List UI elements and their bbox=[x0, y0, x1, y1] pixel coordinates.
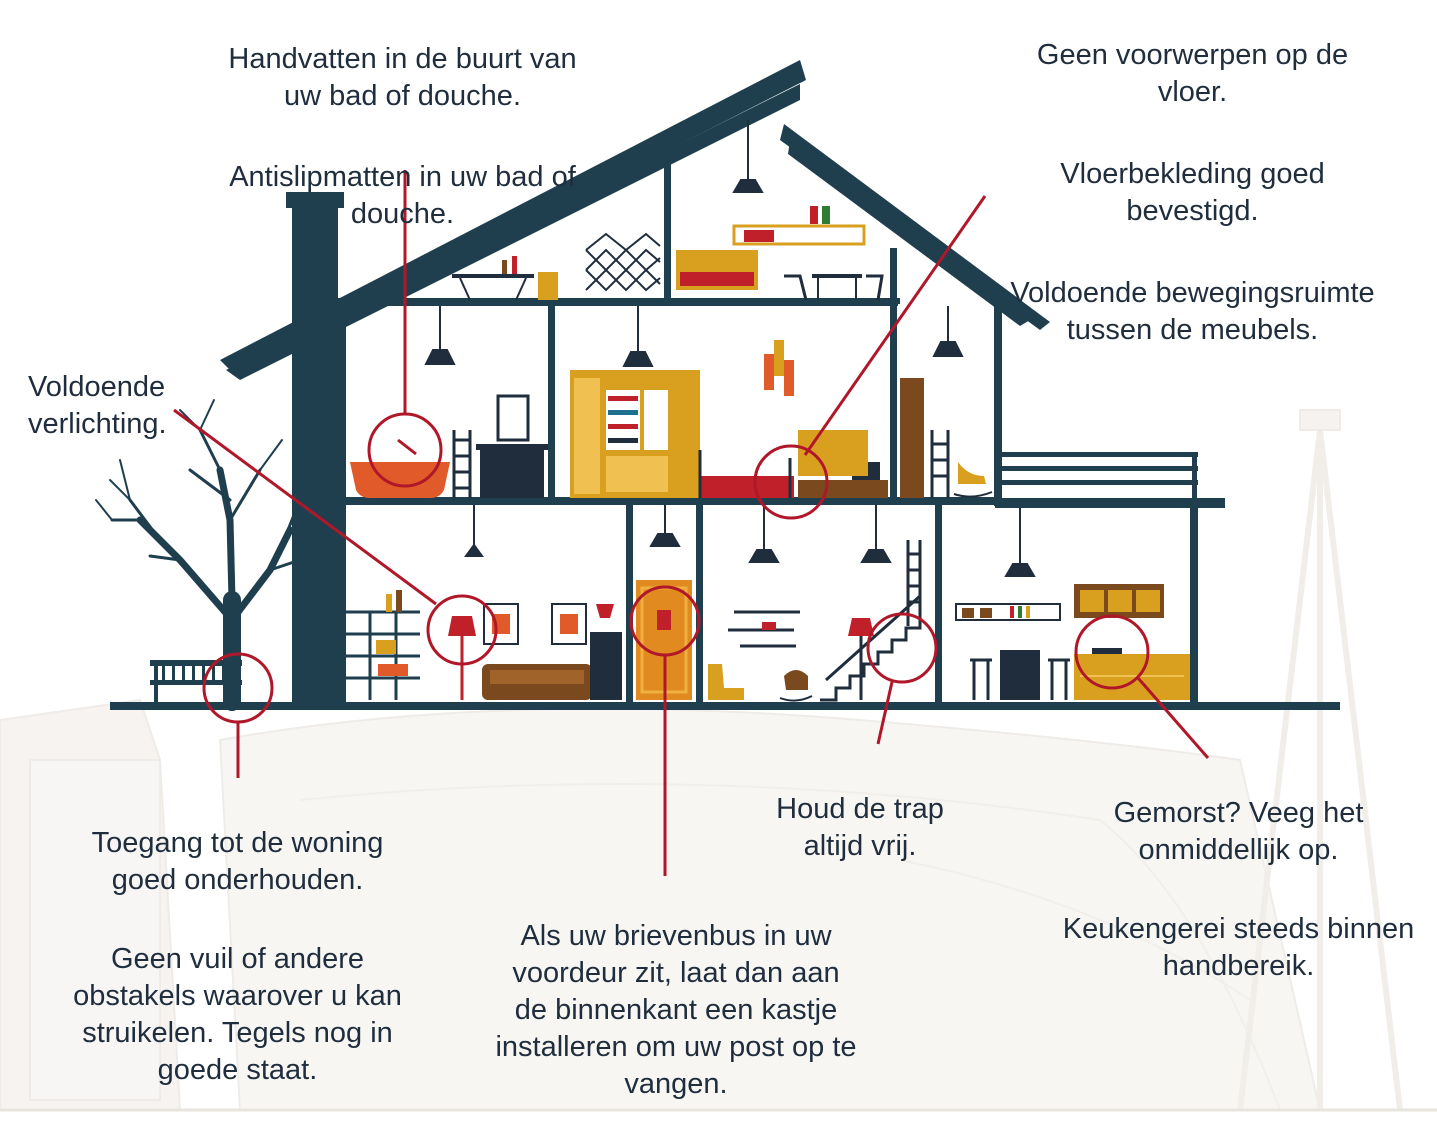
floor-marker-circle bbox=[753, 444, 829, 520]
ceiling-lamps bbox=[424, 120, 1036, 577]
lighting-marker-circle bbox=[426, 594, 498, 666]
entrance-marker-circle bbox=[202, 652, 274, 724]
mailbox-callout: Als uw brievenbus in uw voordeur zit, la… bbox=[466, 881, 886, 1140]
lighting-callout: Voldoende verlichting. bbox=[28, 332, 228, 480]
stairs-leader-line bbox=[876, 681, 894, 745]
bath-callout: Handvatten in de buurt van uw bad of dou… bbox=[190, 4, 615, 270]
floor-callout-line-1: Geen voorwerpen op de vloer. bbox=[1036, 39, 1349, 108]
kitchen-leader-line bbox=[1136, 677, 1210, 759]
entrance-callout: Toegang tot de woning goed onderhouden. … bbox=[40, 788, 435, 1126]
floor-callout-line-3: Voldoende bewegingsruimte tussen de meub… bbox=[1010, 277, 1375, 346]
kitchen-marker-circle bbox=[1074, 614, 1150, 690]
stairs-marker-circle bbox=[866, 612, 938, 684]
tree-and-bench bbox=[95, 399, 311, 711]
kitchen-callout-line-2: Keukengerei steeds binnen handbereik. bbox=[1062, 913, 1415, 982]
stairs-callout-line-1: Houd de trap altijd vrij. bbox=[776, 793, 944, 862]
floor-callout: Geen voorwerpen op de vloer. Vloerbekled… bbox=[965, 0, 1420, 386]
entrance-callout-line-2: Geen vuil of andere obstakels waarover u… bbox=[73, 943, 402, 1086]
floor-callout-line-2: Vloerbekleding goed bevestigd. bbox=[1060, 158, 1325, 227]
upper-floor-furniture bbox=[350, 340, 993, 498]
stairs-callout: Houd de trap altijd vrij. bbox=[740, 754, 980, 902]
kitchen-callout: Gemorst? Veeg het onmiddellijk op. Keuke… bbox=[1040, 758, 1437, 1022]
mailbox-marker-circle bbox=[629, 585, 701, 657]
kitchen-callout-line-1: Gemorst? Veeg het onmiddellijk op. bbox=[1113, 797, 1364, 866]
house-structure bbox=[110, 60, 1340, 710]
bench bbox=[150, 660, 242, 702]
floor-leader-line bbox=[803, 195, 987, 456]
lighting-callout-line-1: Voldoende verlichting. bbox=[28, 371, 167, 440]
ground-floor-furniture bbox=[346, 540, 1190, 702]
bath-callout-line-2: Antislipmatten in uw bad of douche. bbox=[229, 161, 576, 230]
lighting-leader-line bbox=[173, 408, 437, 606]
bath-callout-line-1: Handvatten in de buurt van uw bad of dou… bbox=[228, 43, 577, 112]
attic-furniture bbox=[452, 206, 884, 301]
entrance-callout-line-1: Toegang tot de woning goed onderhouden. bbox=[91, 827, 384, 896]
mailbox-callout-line-1: Als uw brievenbus in uw voordeur zit, la… bbox=[495, 920, 857, 1100]
bath-marker-circle bbox=[367, 412, 443, 488]
